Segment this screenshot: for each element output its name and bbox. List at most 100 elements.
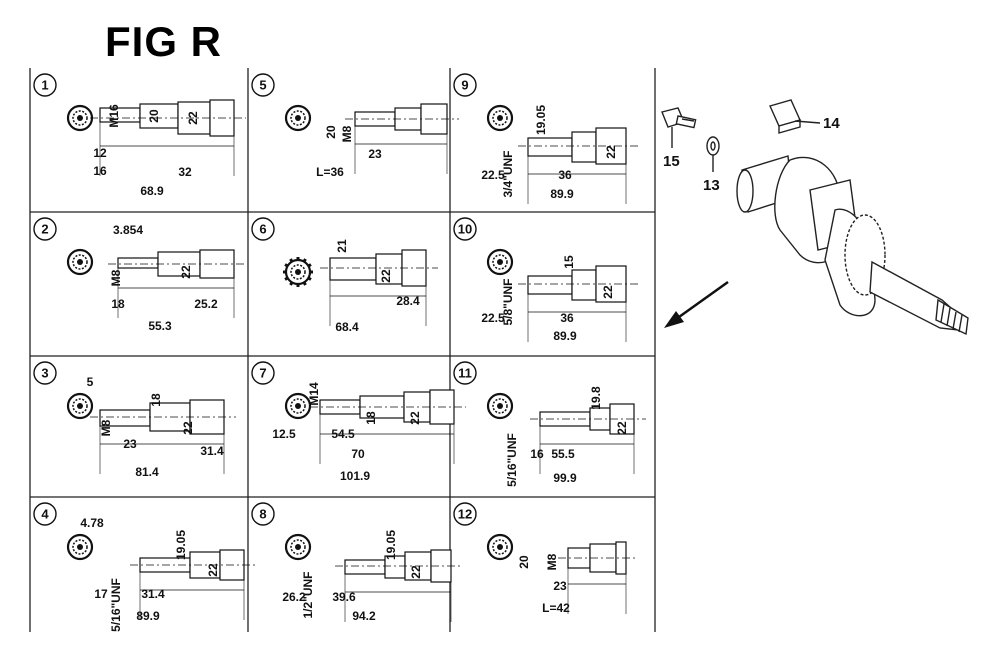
- dimension-label: 19.05: [174, 530, 188, 560]
- shaft-side-view: [108, 249, 246, 318]
- dimension-label: 36: [558, 168, 572, 182]
- dimension-label: 39.6: [332, 590, 356, 604]
- callout-14: 14: [823, 115, 840, 132]
- variant-number: 11: [458, 366, 472, 381]
- gear-end-view: [66, 392, 94, 420]
- crankshaft-assembly: [661, 99, 969, 336]
- figure-title: FIG R: [105, 18, 222, 65]
- dimension-label: L=42: [542, 601, 570, 615]
- dimension-label: 4.78: [80, 516, 104, 530]
- assembly-arrow-head: [664, 311, 684, 328]
- variant-number: 4: [41, 507, 49, 522]
- shaft-side-view: [345, 103, 459, 174]
- variant-number: 7: [259, 366, 266, 381]
- variant-number: 10: [458, 222, 472, 237]
- callout-15: 15: [663, 153, 680, 170]
- variant-number: 1: [41, 78, 48, 93]
- dimension-label: 3.854: [113, 223, 143, 237]
- variant-number: 5: [259, 78, 266, 93]
- variant-number-circle: [251, 502, 275, 526]
- variant-number: 12: [458, 507, 472, 522]
- dimension-label: 25.2: [194, 297, 218, 311]
- shaft-side-view: [518, 127, 638, 204]
- dimension-label: L=36: [316, 165, 344, 179]
- dimension-label: 18: [149, 393, 163, 407]
- dimension-label: M8: [109, 269, 123, 286]
- variant-number-circle: [33, 361, 57, 385]
- gear-end-view: [284, 392, 312, 420]
- gear-end-view: [486, 533, 514, 561]
- dimension-label: 22: [615, 421, 629, 435]
- dimension-label: 22: [409, 565, 423, 579]
- variant-number-circle: [33, 502, 57, 526]
- variant-number: 2: [41, 222, 48, 237]
- dimension-label: 5: [87, 375, 94, 389]
- dimension-label: 23: [553, 579, 567, 593]
- dimension-label: 68.4: [335, 320, 359, 334]
- bolt: [661, 107, 697, 148]
- dimension-label: 22: [206, 563, 220, 577]
- shaft-side-view: [130, 549, 256, 620]
- variant-number-circle: [453, 73, 477, 97]
- shaft-side-view: [530, 403, 646, 474]
- dimension-label: M8: [545, 553, 559, 570]
- dimension-label: 22: [601, 285, 615, 299]
- dimension-label: 94.2: [352, 609, 376, 623]
- gear-end-view: [486, 104, 514, 132]
- dimension-label: 1/2"UNF: [301, 571, 315, 618]
- dimension-label: 19.05: [534, 105, 548, 135]
- variant-number-circle: [33, 73, 57, 97]
- dimension-label: 26.2: [282, 590, 306, 604]
- dimension-label: 5/16"UNF: [505, 433, 519, 487]
- dimension-label: 20: [147, 109, 161, 123]
- dimension-label: 22: [408, 411, 422, 425]
- dimension-label: 21: [335, 239, 349, 253]
- dimension-label: 99.9: [553, 471, 577, 485]
- gear-end-view: [284, 533, 312, 561]
- crankshaft: [736, 155, 969, 336]
- gear-end-view: [66, 104, 94, 132]
- dimension-label: 22: [379, 269, 393, 283]
- shaft-side-view: [320, 249, 438, 326]
- dimension-label: 36: [560, 311, 574, 325]
- dimension-label: 18: [111, 297, 125, 311]
- dimension-label: 89.9: [553, 329, 577, 343]
- dimension-label: 16: [93, 164, 107, 178]
- dimension-label: 12.5: [272, 427, 296, 441]
- dimension-label: 89.9: [550, 187, 574, 201]
- dimension-label: 31.4: [141, 587, 165, 601]
- dimension-label: 22: [186, 111, 200, 125]
- variant-number: 8: [259, 507, 266, 522]
- panel-grid: [29, 68, 656, 632]
- dimension-label: 54.5: [331, 427, 355, 441]
- gear-end-view: [284, 104, 312, 132]
- shaft-side-view: [518, 265, 638, 342]
- shaft-side-view: [335, 549, 463, 622]
- variant-panel-12: 12 20 M8 23L=42: [453, 502, 638, 615]
- dimension-label: 55.3: [148, 319, 172, 333]
- variant-number-circle: [453, 217, 477, 241]
- dimension-label: 28.4: [396, 294, 420, 308]
- dimension-label: 20: [517, 555, 531, 569]
- gear-end-view: [66, 248, 94, 276]
- dimension-label: 55.5: [551, 447, 575, 461]
- shaft-side-view: [310, 389, 466, 464]
- dimension-label: 17: [94, 587, 108, 601]
- gear-end-view: [66, 533, 94, 561]
- variant-number-circle: [251, 73, 275, 97]
- dimension-label: 101.9: [340, 469, 370, 483]
- shaft-side-view: [90, 399, 236, 474]
- shaft-side-view: [558, 541, 638, 614]
- dimension-label: M8: [99, 419, 113, 436]
- gear-end-view: [486, 248, 514, 276]
- dimension-label: 89.9: [136, 609, 160, 623]
- dimension-label: 31.4: [200, 444, 224, 458]
